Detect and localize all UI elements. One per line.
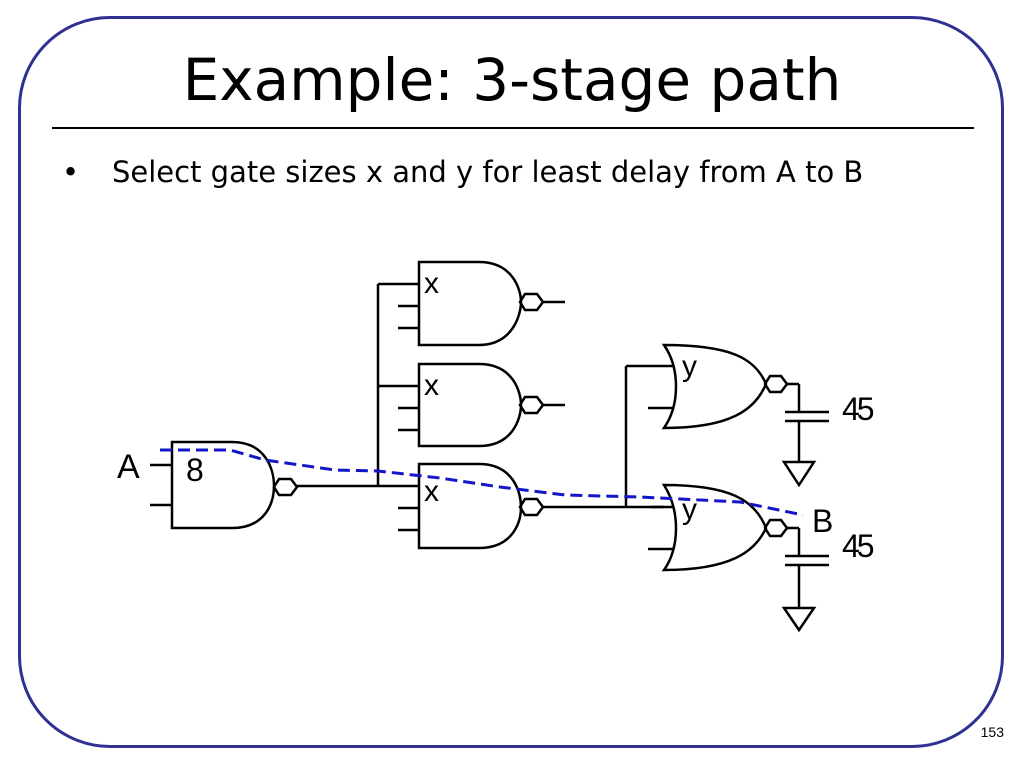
- nand-gate-top: [378, 260, 565, 347]
- nand-size-label: x: [424, 369, 439, 402]
- nand-size-label: x: [424, 267, 439, 300]
- slide-frame: [18, 16, 1004, 748]
- page-number: 153: [980, 724, 1004, 740]
- nand-size-label: x: [424, 475, 439, 508]
- nand-gate-middle: [378, 362, 565, 448]
- bullet-item: • Select gate sizes x and y for least del…: [62, 152, 863, 192]
- nor-size-label: y: [682, 493, 697, 526]
- nand-gate-bottom: [378, 462, 545, 550]
- input-label-a: A: [117, 448, 140, 486]
- output-label-b: B: [812, 503, 833, 539]
- nor-gate-top: [626, 343, 829, 488]
- gate-size-8-label: 8: [186, 452, 204, 488]
- stage1-nand-gate: [150, 440, 299, 530]
- title-divider: [52, 127, 974, 129]
- load-capacitance-label: 45: [842, 528, 874, 564]
- bullet-text: Select gate sizes x and y for least dela…: [112, 155, 864, 189]
- load-capacitance-label: 45: [842, 391, 874, 427]
- bullet-symbol: •: [62, 155, 80, 189]
- nor-size-label: y: [682, 350, 697, 383]
- critical-path-line: [160, 448, 804, 517]
- slide-title: Example: 3-stage path: [182, 46, 842, 114]
- nor-gate-bottom: [648, 483, 829, 633]
